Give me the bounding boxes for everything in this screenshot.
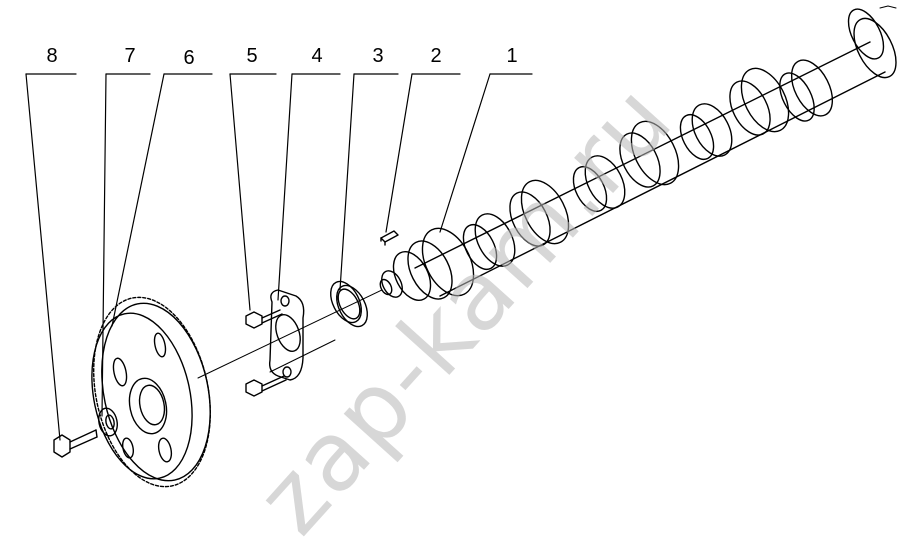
- callout-3: 3: [372, 45, 384, 67]
- exploded-parts-diagram: 8 7 6 5 4 3 2 1 zap-kam.ru: [25, 5, 897, 555]
- gear-washer: [98, 407, 118, 437]
- callout-2: 2: [430, 45, 442, 67]
- leader-lines: [25, 73, 533, 441]
- thrust-plate: [268, 289, 305, 381]
- thrust-ring: [330, 280, 368, 328]
- callout-4: 4: [311, 45, 323, 67]
- bolt-upper: [245, 309, 283, 329]
- drawing-canvas: [25, 5, 897, 488]
- callout-7: 7: [124, 45, 136, 67]
- camshaft-gear: [91, 296, 211, 488]
- camshaft: [379, 8, 897, 301]
- callout-6: 6: [183, 47, 195, 69]
- gear-bolt: [53, 429, 98, 458]
- callout-8: 8: [46, 45, 58, 67]
- callout-1: 1: [506, 45, 518, 67]
- bolt-lower: [245, 375, 287, 397]
- woodruff-key: [380, 230, 399, 246]
- callout-5: 5: [246, 45, 258, 67]
